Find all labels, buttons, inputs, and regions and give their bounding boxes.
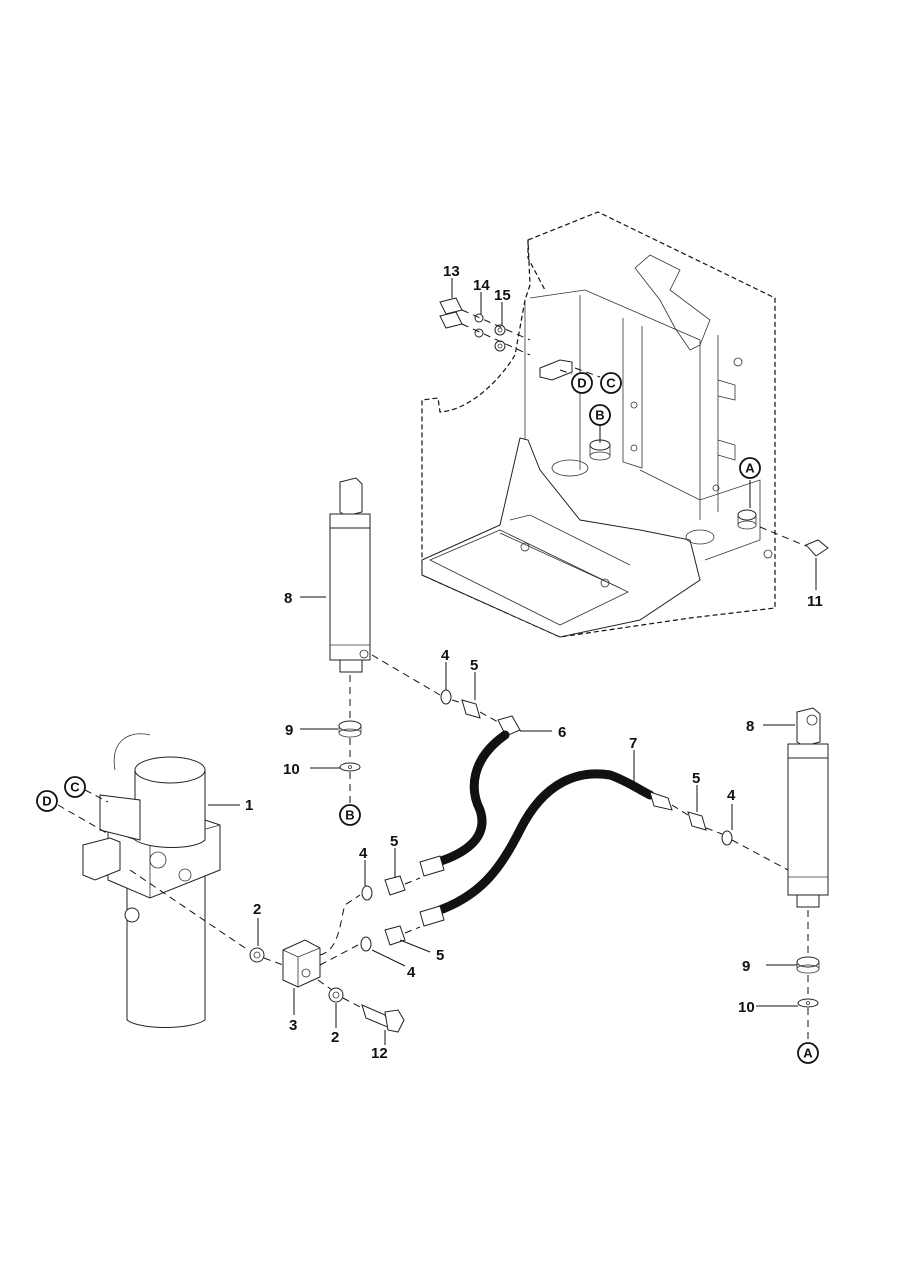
ref-marker-c: C [64, 776, 86, 798]
callout-9: 9 [285, 722, 293, 739]
manifold-block-3[interactable] [282, 939, 321, 988]
ref-marker-a: A [797, 1042, 819, 1064]
lift-cylinder-left[interactable] [329, 477, 371, 673]
adapter-5-d[interactable] [687, 811, 707, 831]
adapter-5-b[interactable] [384, 875, 406, 896]
callout-9: 9 [742, 958, 750, 975]
callout-11: 11 [807, 593, 823, 610]
o-ring-4-c[interactable] [360, 936, 372, 952]
svg-text:B: B [345, 808, 354, 823]
ref-marker-b: B [339, 804, 361, 826]
callout-15: 15 [494, 287, 511, 304]
callout-4: 4 [727, 787, 736, 804]
svg-text:D: D [577, 376, 586, 391]
callout-4: 4 [441, 647, 450, 664]
callout-13: 13 [443, 263, 460, 280]
ref-marker-b: B [589, 404, 611, 426]
svg-text:D: D [42, 794, 51, 809]
callout-3: 3 [289, 1017, 297, 1034]
o-ring-4-d[interactable] [721, 830, 733, 846]
ref-marker-c: C [600, 372, 622, 394]
callout-14: 14 [473, 277, 490, 294]
screw-11[interactable] [805, 539, 829, 557]
callout-5: 5 [390, 833, 398, 850]
callout-2: 2 [331, 1029, 339, 1046]
svg-text:A: A [803, 1046, 813, 1061]
svg-text:A: A [745, 461, 755, 476]
svg-text:B: B [595, 408, 604, 423]
o-ring-4-a[interactable] [440, 689, 452, 705]
ref-marker-d: D [571, 372, 593, 394]
callout-5: 5 [692, 770, 700, 787]
callout-10: 10 [283, 761, 300, 778]
callout-labels: 1 2 2 3 4 4 4 4 5 5 5 5 6 7 8 8 9 9 10 1… [245, 263, 823, 1062]
callout-4: 4 [407, 964, 416, 981]
lift-cylinder-right[interactable] [787, 707, 829, 908]
hydraulic-power-unit[interactable] [82, 733, 221, 1028]
ref-marker-d: D [36, 790, 58, 812]
callout-5: 5 [436, 947, 444, 964]
callout-1: 1 [245, 797, 253, 814]
flat-washers-15[interactable] [494, 324, 506, 352]
callout-8: 8 [284, 590, 292, 607]
washer-2-a[interactable] [249, 947, 265, 963]
banjo-bolt-12[interactable] [361, 1004, 405, 1033]
callout-2: 2 [253, 901, 261, 918]
svg-text:C: C [70, 780, 80, 795]
svg-text:C: C [606, 376, 616, 391]
callout-4: 4 [359, 845, 368, 862]
callout-5: 5 [470, 657, 478, 674]
washer-2-b[interactable] [328, 987, 344, 1003]
chassis-frame [421, 211, 776, 638]
callout-7: 7 [629, 735, 637, 752]
callout-12: 12 [371, 1045, 388, 1062]
reference-markers: A A B B C C D D [36, 367, 819, 1064]
ref-marker-a: A [739, 457, 761, 479]
cap-screws-13[interactable] [439, 297, 463, 329]
hose-7[interactable] [419, 769, 673, 927]
adapter-5-c[interactable] [384, 925, 406, 946]
hose-6[interactable] [419, 715, 521, 877]
cylinder-cup-9-left[interactable] [338, 720, 362, 738]
cylinder-washer-10-right[interactable] [797, 998, 819, 1008]
leader-lines [208, 278, 817, 1045]
adapter-5-a[interactable] [461, 699, 481, 719]
cylinder-washer-10-left[interactable] [339, 762, 361, 772]
callout-6: 6 [558, 724, 566, 741]
o-ring-4-b[interactable] [361, 885, 373, 901]
callout-8: 8 [746, 718, 754, 735]
cylinder-cup-9-right[interactable] [796, 956, 820, 974]
callout-10: 10 [738, 999, 755, 1016]
